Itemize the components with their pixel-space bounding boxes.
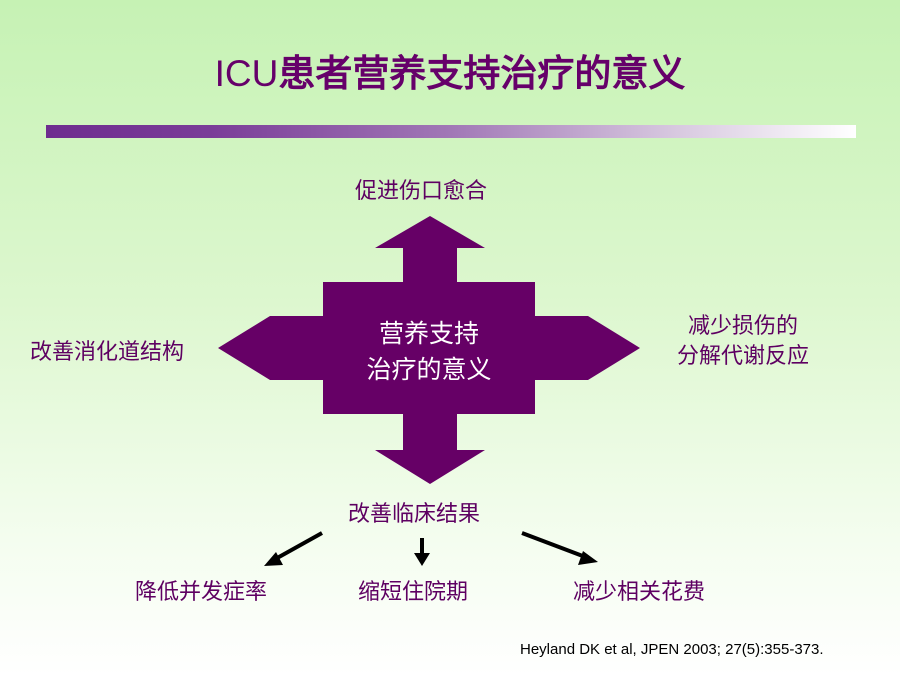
center-line-1: 营养支持 [378, 319, 479, 348]
center-concept-text: 营养支持 治疗的意义 [323, 316, 535, 388]
slide-title-cjk: 患者营养支持治疗的意义 [278, 52, 686, 95]
label-right-catabolism: 减少损伤的 分解代谢反应 [668, 312, 818, 372]
label-left-gut-structure: 改善消化道结构 [30, 340, 185, 365]
four-way-arrow-shape [218, 216, 640, 484]
arrow-right-outcome [521, 531, 589, 560]
arrow-center-outcome-head [414, 553, 430, 566]
center-line-2: 治疗的意义 [366, 355, 492, 384]
outcome-hospital-stay: 缩短住院期 [358, 580, 469, 605]
label-top-wound-healing: 促进伤口愈合 [355, 179, 488, 204]
label-right-line-1: 减少损伤的 [687, 314, 798, 339]
title-underline-bar [46, 125, 856, 138]
arrow-right-outcome-head [578, 551, 598, 565]
label-bottom-clinical-outcome: 改善临床结果 [348, 502, 481, 527]
slide-title-latin: ICU [214, 53, 279, 94]
outcome-costs: 减少相关花费 [573, 580, 706, 605]
arrow-left-outcome-head [264, 552, 283, 566]
label-right-line-2: 分解代谢反应 [676, 344, 809, 369]
citation-reference: Heyland DK et al, JPEN 2003; 27(5):355-3… [520, 641, 824, 658]
outcome-complications: 降低并发症率 [135, 580, 268, 605]
slide-title: ICU患者营养支持治疗的意义 [0, 46, 900, 102]
